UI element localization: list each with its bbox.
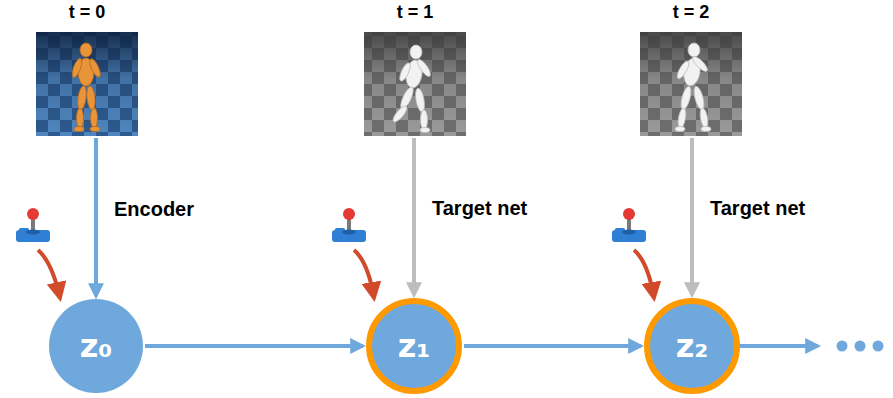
joystick-icon bbox=[16, 208, 50, 242]
continuation-arrow bbox=[738, 344, 818, 348]
connector-arrow bbox=[94, 138, 98, 296]
frame-image bbox=[36, 32, 138, 136]
latent-label: z₂ bbox=[676, 327, 709, 365]
action-arrow bbox=[38, 250, 654, 298]
humanoid-figure bbox=[391, 45, 433, 133]
humanoid-figure bbox=[70, 43, 102, 132]
frame-image bbox=[364, 32, 466, 136]
joystick-icon bbox=[332, 208, 366, 242]
latent-state-circle: z₁ bbox=[366, 298, 462, 394]
edge-label: Target net bbox=[708, 197, 807, 220]
latent-state-circle: z₂ bbox=[644, 298, 740, 394]
time-label: t = 2 bbox=[620, 2, 762, 23]
humanoid-figure bbox=[675, 43, 711, 132]
continuation-dots bbox=[837, 341, 884, 352]
connector-arrow bbox=[145, 344, 363, 348]
time-label: t = 0 bbox=[16, 2, 158, 23]
latent-label: z₁ bbox=[398, 327, 431, 365]
frame-node: t = 0 bbox=[36, 32, 138, 136]
connector-arrow bbox=[690, 138, 694, 295]
edge-label: Target net bbox=[430, 197, 529, 220]
frame-node: t = 1 bbox=[364, 32, 466, 136]
connector-arrow bbox=[412, 138, 416, 295]
latent-label: z₀ bbox=[80, 327, 113, 365]
joystick-icon bbox=[612, 208, 646, 242]
edge-label: Encoder bbox=[112, 198, 196, 221]
time-label: t = 1 bbox=[344, 2, 486, 23]
frame-image bbox=[640, 32, 742, 136]
connector-arrow bbox=[464, 344, 641, 348]
frame-node: t = 2 bbox=[640, 32, 742, 136]
latent-state-circle: z₀ bbox=[49, 299, 143, 393]
